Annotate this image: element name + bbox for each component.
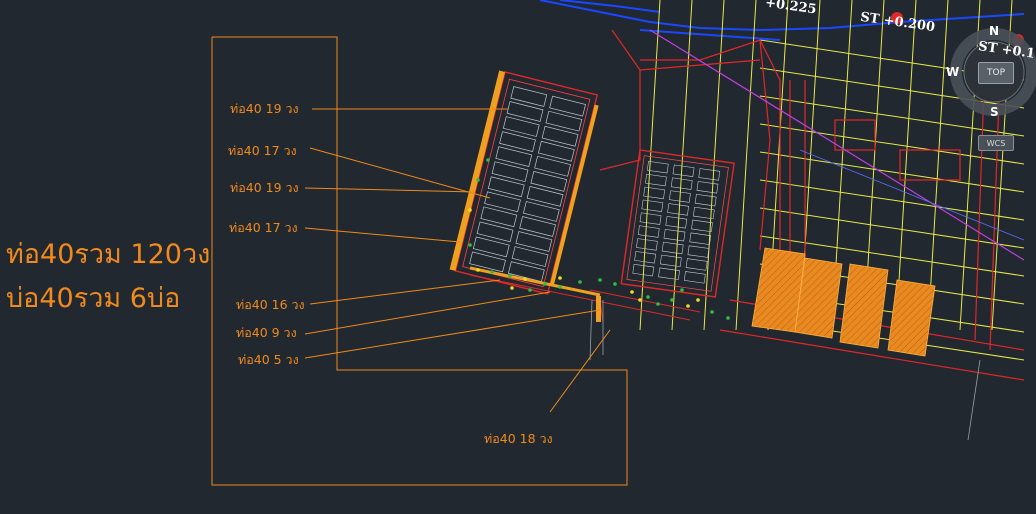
diagonal-line-2	[799, 149, 1025, 241]
compass-south[interactable]: S	[990, 105, 999, 119]
compass-west[interactable]: W	[946, 65, 960, 79]
view-cube-top-button[interactable]: TOP	[978, 62, 1014, 84]
compass-north[interactable]: N	[989, 24, 1000, 38]
callout-label: ท่อ40 17 วง	[229, 220, 298, 235]
leader-lines	[304, 108, 611, 413]
callout-label: ท่อ40 19 วง	[230, 180, 299, 195]
pit-total-label: บ่อ40รวม 6บ่อ	[6, 283, 181, 314]
wcs-button[interactable]: WCS	[978, 135, 1014, 151]
vertical-grey-lines	[589, 299, 981, 441]
pipe-dots	[468, 158, 730, 320]
pipe-total-label: ท่อ40รวม 120วง	[6, 239, 211, 270]
callout-label: ท่อ40 19 วง	[230, 101, 299, 116]
callout-label: ท่อ40 17 วง	[228, 143, 297, 158]
diagonal-line	[649, 29, 1025, 261]
callout-label: ท่อ40 9 วง	[236, 325, 297, 340]
pipe-layout-building-right	[620, 149, 735, 298]
hatched-blocks	[751, 247, 936, 357]
road-lines	[539, 0, 1025, 41]
yellow-grid	[639, 0, 1025, 361]
callout-box	[211, 36, 628, 486]
pit-marker	[596, 296, 601, 322]
callout-label: ท่อ40 18 วง	[484, 431, 553, 446]
pipe-layout-building-left	[449, 70, 599, 295]
callout-label: ท่อ40 16 วง	[236, 297, 305, 312]
callout-label: ท่อ40 5 วง	[238, 352, 299, 367]
pipe-run-thin	[469, 274, 701, 323]
